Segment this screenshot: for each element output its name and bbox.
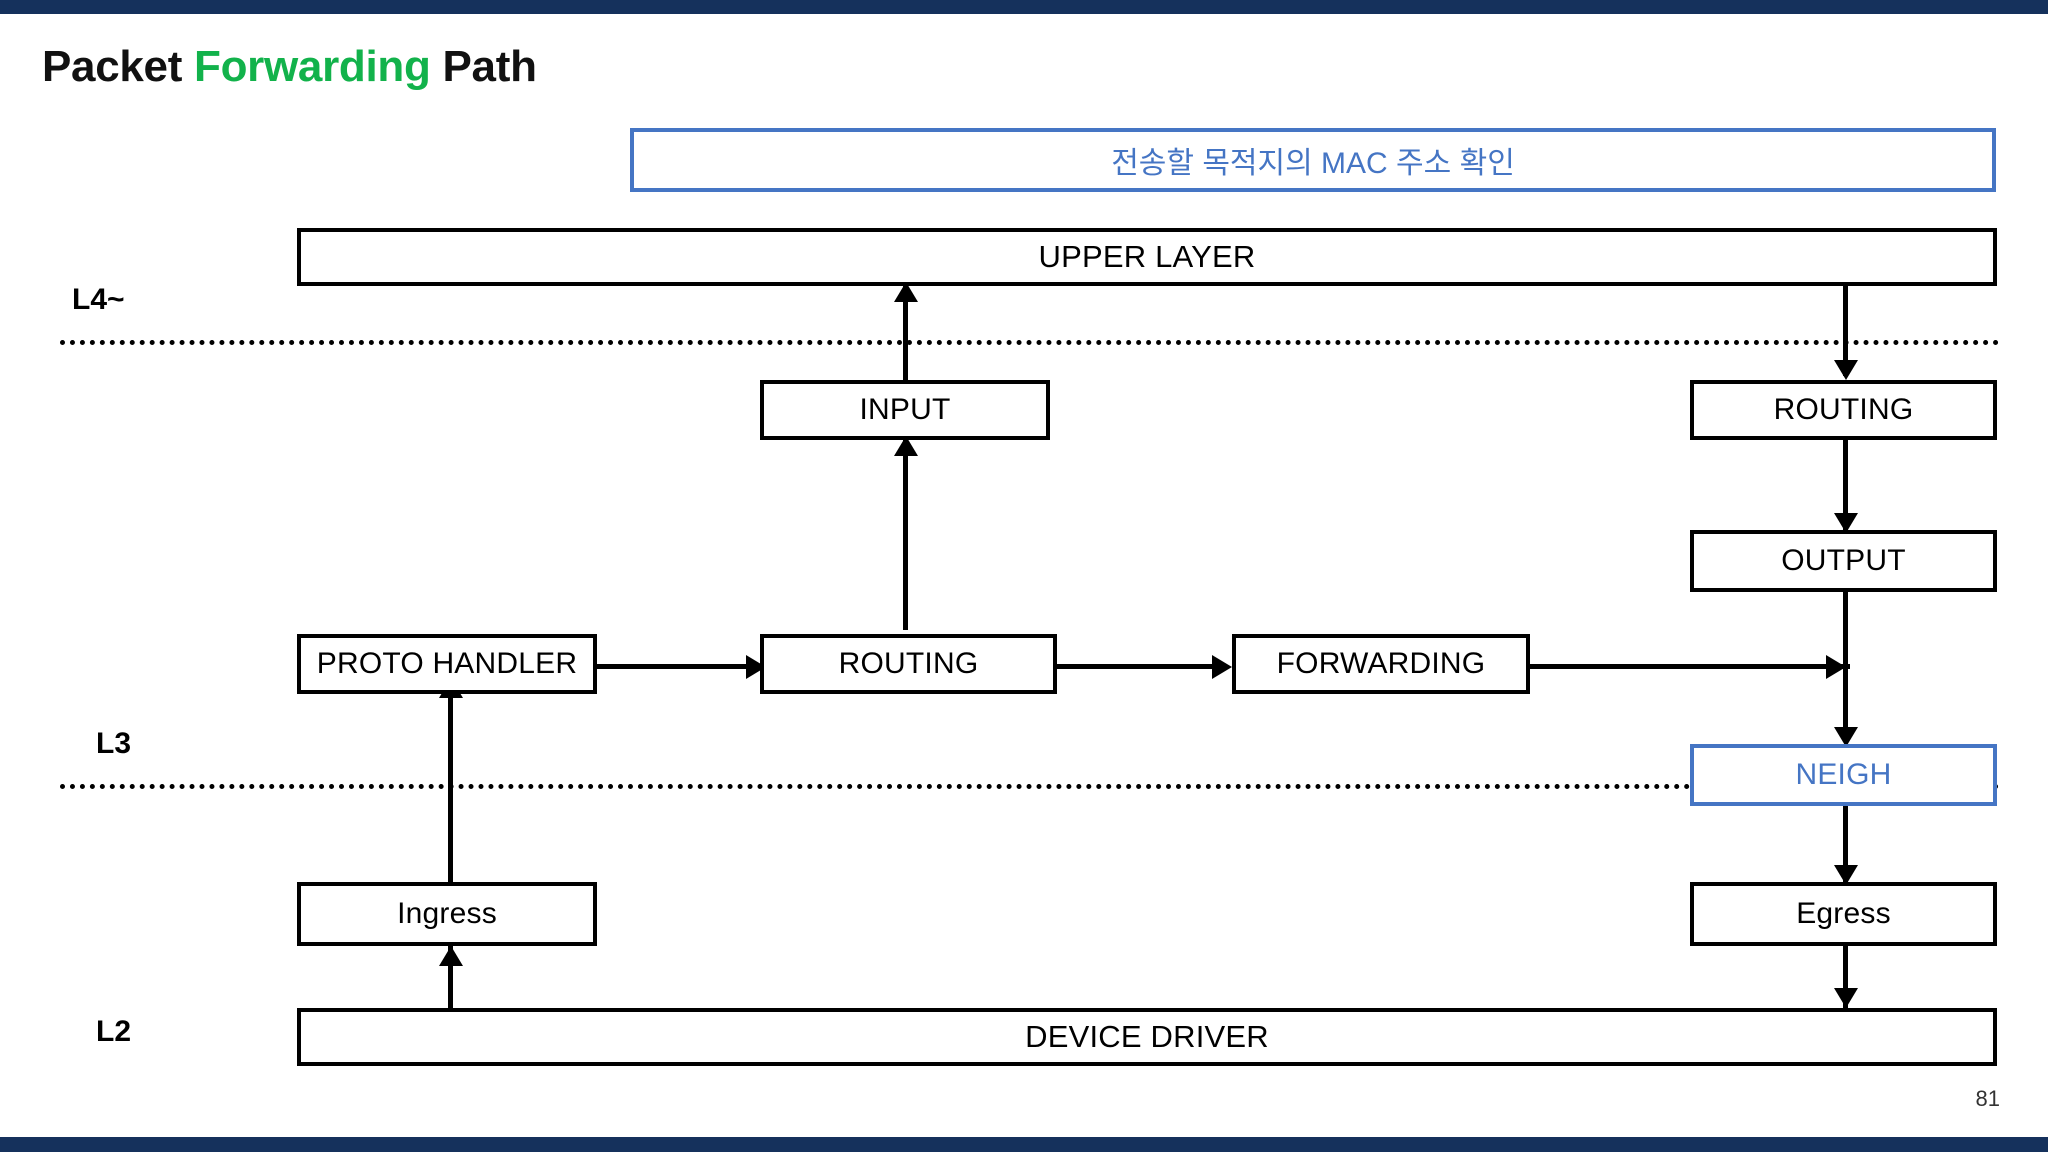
arrowhead-right-column-junction [1826, 655, 1846, 679]
layer-label-l3: L3 [96, 727, 132, 760]
page-number: 81 [1975, 1086, 2000, 1111]
arrowhead-routing-right-in [1834, 360, 1858, 380]
bottom-band [0, 1137, 2048, 1152]
mac-address-callout: 전송할 목적지의 MAC 주소 확인 [630, 128, 1996, 192]
box-neigh[interactable]: NEIGH [1690, 744, 1997, 806]
mac-address-callout-label: 전송할 목적지의 MAC 주소 확인 [1111, 147, 1515, 180]
box-input-label: INPUT [859, 393, 951, 426]
box-egress-label: Egress [1796, 897, 1891, 930]
box-ingress-label: Ingress [397, 897, 497, 930]
title-segment-1: Packet [42, 42, 195, 91]
arrowhead-forwarding-in [1212, 655, 1232, 679]
box-device-driver[interactable]: DEVICE DRIVER [297, 1008, 1997, 1066]
connector-upperlayer-to-routing-right [1843, 286, 1848, 376]
box-routing-mid-label: ROUTING [838, 647, 979, 680]
arrowhead-device-driver-in [1834, 988, 1858, 1008]
connector-routing-mid-to-input [903, 440, 908, 630]
connector-egress-to-device-driver [1843, 946, 1848, 1008]
box-forwarding[interactable]: FORWARDING [1232, 634, 1530, 694]
box-upper-layer-label: UPPER LAYER [1038, 239, 1256, 274]
layer-separator-l4 [60, 340, 2000, 345]
box-egress[interactable]: Egress [1690, 882, 1997, 946]
connector-routing-right-to-output [1843, 440, 1848, 530]
box-neigh-label: NEIGH [1795, 758, 1892, 791]
arrowhead-neigh-in [1834, 727, 1858, 747]
top-band [0, 0, 2048, 14]
box-device-driver-label: DEVICE DRIVER [1025, 1019, 1269, 1054]
title-segment-2: Path [430, 42, 537, 91]
arrowhead-output-in [1834, 513, 1858, 533]
box-output[interactable]: OUTPUT [1690, 530, 1997, 592]
box-output-label: OUTPUT [1781, 544, 1906, 577]
connector-routing-mid-to-forwarding [1057, 664, 1217, 669]
box-upper-layer[interactable]: UPPER LAYER [297, 228, 1997, 286]
arrowhead-ingress-in [439, 946, 463, 966]
layer-label-l4: L4~ [72, 283, 125, 316]
arrowhead-egress-in [1834, 865, 1858, 885]
box-routing-right[interactable]: ROUTING [1690, 380, 1997, 440]
box-proto-handler-label: PROTO HANDLER [316, 647, 578, 680]
connector-forwarding-to-right-column [1530, 664, 1850, 669]
box-input[interactable]: INPUT [760, 380, 1050, 440]
box-ingress[interactable]: Ingress [297, 882, 597, 946]
connector-input-to-upper-layer [903, 286, 908, 380]
connector-proto-handler-to-routing-mid [597, 664, 752, 669]
layer-separator-l3 [60, 784, 2000, 789]
box-routing-right-label: ROUTING [1773, 393, 1914, 426]
title-segment-accent: Forwarding [194, 42, 431, 91]
arrowhead-upper-layer-in [894, 282, 918, 302]
box-forwarding-label: FORWARDING [1276, 647, 1486, 680]
connector-neigh-to-egress [1843, 806, 1848, 882]
box-proto-handler[interactable]: PROTO HANDLER [297, 634, 597, 694]
connector-ingress-to-proto-handler [448, 682, 453, 882]
layer-label-l2: L2 [96, 1015, 132, 1048]
box-routing-mid[interactable]: ROUTING [760, 634, 1057, 694]
connector-device-driver-to-ingress [448, 946, 453, 1008]
page-title: Packet Forwarding Path [42, 42, 537, 92]
arrowhead-input-in [894, 436, 918, 456]
